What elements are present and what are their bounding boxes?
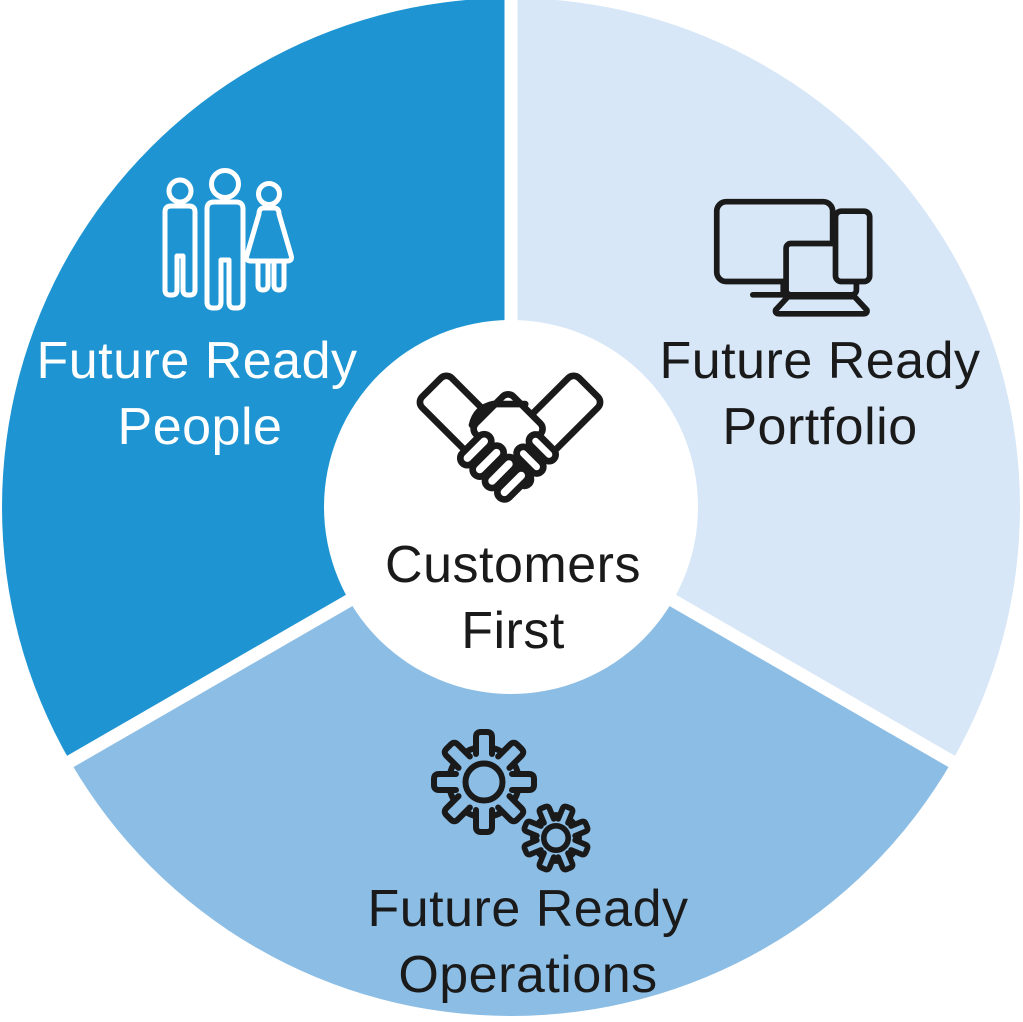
gears-icon (431, 729, 591, 873)
people-group-icon (162, 168, 294, 311)
center-circle (324, 320, 698, 694)
segment-people-label-line2: People (118, 398, 283, 456)
segment-portfolio-label-line2: Portfolio (722, 398, 917, 456)
segment-operations-label-line1: Future Ready (367, 880, 688, 938)
handshake-icon (416, 372, 604, 503)
segment-operations-label-line2: Operations (398, 946, 657, 1004)
center-label-line1: Customers (385, 536, 641, 594)
segment-people-label-line1: Future Ready (36, 332, 357, 390)
segment-portfolio-label-line1: Future Ready (659, 332, 980, 390)
devices-icon (713, 198, 873, 317)
center-label-line2: First (461, 602, 565, 660)
